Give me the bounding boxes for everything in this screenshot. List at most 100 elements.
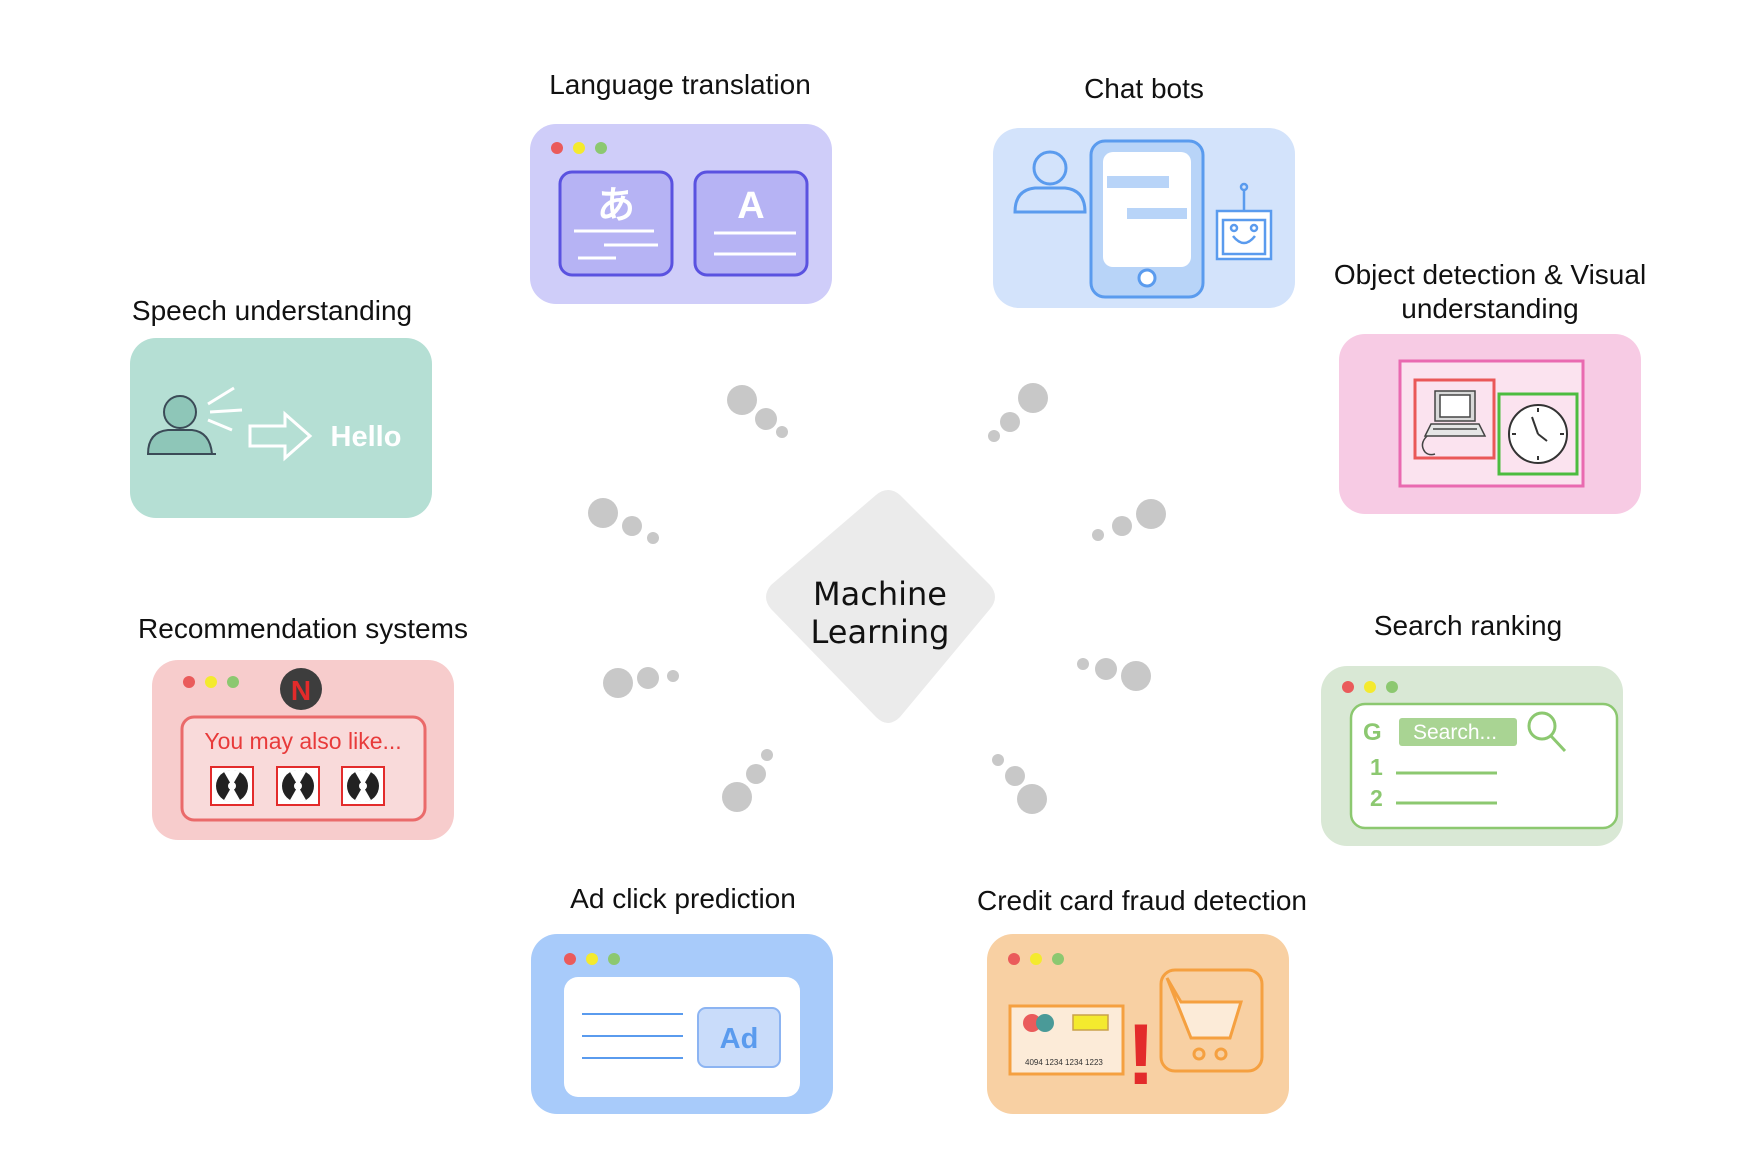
window-dot-red: [1342, 681, 1354, 693]
ad-click-illustration: Ad: [564, 953, 800, 1097]
connector-dot: [1136, 499, 1166, 529]
speech-understanding-card: Hello: [130, 338, 432, 518]
source-panel: [558, 170, 674, 277]
window-dot-yellow: [1030, 953, 1042, 965]
speech-understanding-title: Speech understanding: [131, 295, 413, 326]
window-dot-red: [551, 142, 563, 154]
fraud-alert-icon: !: [1127, 1007, 1156, 1103]
search-box: [1399, 718, 1517, 746]
chat-bubble-2: [1127, 208, 1187, 219]
phone-home-button: [1137, 268, 1157, 288]
object-detection-title-line2: understanding: [1401, 293, 1579, 324]
object-detection-illustration: [1398, 359, 1585, 488]
fraud-detection-card: 4094 1234 1234 1223 !: [987, 934, 1289, 1114]
ad-click-title: Ad click prediction: [570, 883, 796, 914]
connector-dot: [727, 385, 757, 415]
recommendation-illustration: N You may also like...: [180, 668, 427, 822]
window-dot-yellow: [1364, 681, 1376, 693]
window-dot-green: [608, 953, 620, 965]
connector-dot: [722, 782, 752, 812]
rank-number-2: 2: [1370, 785, 1383, 811]
robot-icon: [1215, 182, 1273, 261]
chat-bots-title: Chat bots: [1084, 73, 1204, 104]
window-dot-yellow: [586, 953, 598, 965]
card-brand-circle-red: [1023, 1014, 1041, 1032]
connector-dot: [1017, 784, 1047, 814]
window-dot-red: [183, 676, 195, 688]
center-label-line1: Machine: [813, 575, 947, 613]
computer-icon: [1421, 390, 1487, 456]
connector-dot: [1005, 766, 1025, 786]
rank-number-1: 1: [1370, 754, 1383, 780]
object-detection-card: [1339, 334, 1641, 514]
recommendation-card: N You may also like...: [152, 660, 454, 840]
connector-dot: [1077, 658, 1089, 670]
clock-icon: [1508, 404, 1568, 464]
connector-dot: [1095, 658, 1117, 680]
search-logo: G: [1363, 719, 1382, 746]
target-panel: [693, 170, 809, 277]
arrow-right-icon: [248, 410, 313, 462]
shopping-cart-icon: [1165, 977, 1244, 1061]
fraud-detection-illustration: 4094 1234 1234 1223 !: [1008, 953, 1264, 1103]
language-translation-illustration: あ A: [551, 142, 809, 277]
connector-dot: [776, 426, 788, 438]
connector-dot: [667, 670, 679, 682]
connector-dot: [755, 408, 777, 430]
window-dot-red: [564, 953, 576, 965]
window-dot-yellow: [205, 676, 217, 688]
connector-dot: [1112, 516, 1132, 536]
ad-banner: [697, 1007, 781, 1068]
user-icon: [1013, 150, 1087, 214]
connector-dot: [761, 749, 773, 761]
search-box-text: Search...: [1413, 721, 1497, 744]
connector-dot: [992, 754, 1004, 766]
center-label-line2: Learning: [810, 613, 950, 651]
language-translation-card: あ A: [530, 124, 832, 304]
connector-dot: [1092, 529, 1104, 541]
window-dot-green: [1052, 953, 1064, 965]
connector-dot: [1000, 412, 1020, 432]
connector-dot: [603, 668, 633, 698]
chat-bubble-1: [1107, 176, 1169, 188]
connector-dot: [988, 430, 1000, 442]
window-dot-green: [595, 142, 607, 154]
connector-dot: [746, 764, 766, 784]
window-dot-green: [1386, 681, 1398, 693]
target-glyph: A: [737, 185, 764, 227]
language-translation-title: Language translation: [549, 69, 811, 100]
recommendation-message: You may also like...: [204, 728, 401, 754]
ad-click-card: Ad: [531, 934, 833, 1114]
media-disc-icons: [210, 766, 385, 806]
ad-banner-label: Ad: [720, 1023, 759, 1055]
recommendation-title: Recommendation systems: [138, 613, 468, 644]
source-glyph: あ: [597, 183, 635, 227]
connector-dot: [1018, 383, 1048, 413]
window-dot-green: [227, 676, 239, 688]
card-chip: [1072, 1014, 1109, 1031]
magnifier-icon: [1527, 711, 1567, 753]
search-ranking-title: Search ranking: [1373, 610, 1563, 641]
search-ranking-card: G Search... 1 2: [1321, 666, 1623, 846]
card-brand-circle-teal: [1036, 1014, 1054, 1032]
chat-bots-illustration: [1013, 139, 1273, 299]
window-dot-red: [1008, 953, 1020, 965]
connector-dot: [622, 516, 642, 536]
streaming-logo-letter: N: [291, 675, 311, 706]
sound-waves-icon: [207, 386, 243, 432]
search-ranking-illustration: G Search... 1 2: [1342, 681, 1619, 830]
connector-dot: [637, 667, 659, 689]
window-dot-yellow: [573, 142, 585, 154]
speech-illustration: Hello: [146, 386, 402, 462]
speaking-person-icon: [146, 395, 216, 455]
connector-dot: [588, 498, 618, 528]
connector-dot: [1121, 661, 1151, 691]
streaming-logo-icon: [280, 668, 322, 710]
connector-dot: [647, 532, 659, 544]
object-detection-title: Object detection & Visual understanding: [1310, 258, 1670, 326]
object-detection-title-line1: Object detection & Visual: [1333, 259, 1647, 290]
speech-output-word: Hello: [331, 421, 402, 453]
center-label: Machine Learning: [765, 575, 995, 651]
